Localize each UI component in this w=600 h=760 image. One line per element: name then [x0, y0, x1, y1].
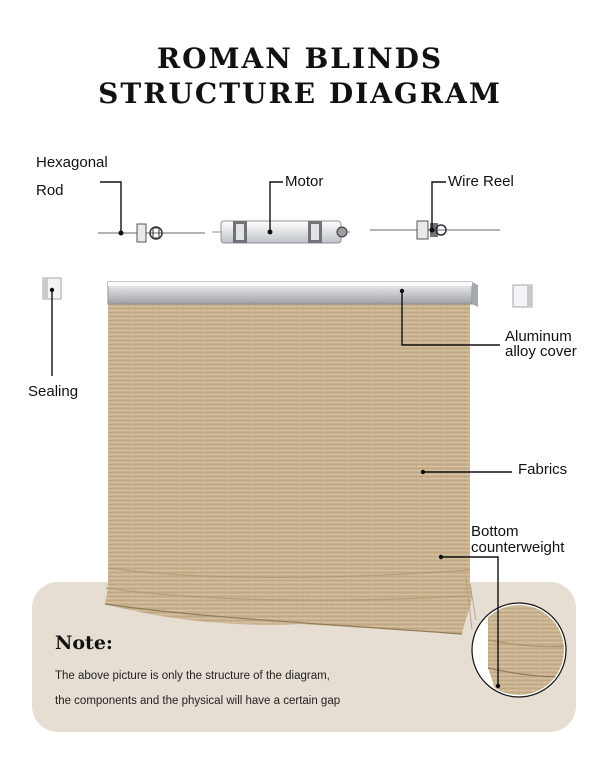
label-aluminum-line2: alloy cover [505, 343, 577, 360]
label-aluminum-line1: Aluminum [505, 328, 572, 345]
label-sealing: Sealing [28, 383, 79, 400]
diagram-title-line1: ROMAN BLINDS [156, 42, 444, 75]
label-hexagonal-line2: Rod [36, 182, 64, 199]
leader-lines [51, 181, 512, 686]
motor [212, 220, 350, 244]
wire-reel [370, 220, 500, 240]
label-fabrics: Fabrics [518, 461, 568, 478]
fabric-panel [104, 302, 477, 635]
label-hexagonal-line1: Hexagonal [36, 154, 108, 171]
aluminum-rail [107, 281, 478, 307]
leader-hexagonal-rod [100, 181, 122, 233]
leader-counterweight [441, 556, 499, 686]
note-line-1: The above picture is only the structure … [55, 670, 330, 682]
label-motor: Motor [285, 173, 324, 190]
leader-wire-reel [431, 181, 446, 230]
diagram-title-line2: STRUCTURE DIAGRAM [98, 77, 502, 110]
counterweight-zoom [471, 602, 567, 698]
hexagonal-rod [98, 223, 205, 243]
label-bottom-line1: Bottom [471, 523, 519, 540]
note-line-2: the components and the physical will hav… [55, 695, 341, 707]
label-bottom-line2: counterweight [471, 539, 565, 556]
leader-aluminum [401, 291, 500, 346]
sealing-cap-right [512, 284, 533, 308]
label-wire-reel: Wire Reel [448, 173, 514, 190]
leader-motor [269, 181, 283, 232]
note-heading: Note: [55, 632, 113, 654]
